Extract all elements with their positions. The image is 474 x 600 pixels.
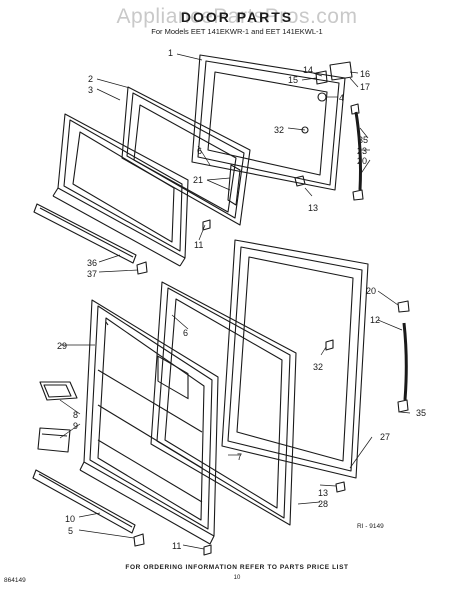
callout-37: 37 <box>87 269 97 279</box>
callout-10: 10 <box>65 514 75 524</box>
callout-2: 2 <box>88 74 93 84</box>
callout-6-freezer: 6 <box>197 146 202 156</box>
dairy-compartment-parts <box>37 381 78 453</box>
callout-15: 15 <box>288 75 298 85</box>
callout-leader-lines <box>59 53 411 550</box>
freezer-trim-strip <box>33 203 137 264</box>
callout-20-freezer: 20 <box>357 156 367 166</box>
ordering-footer: FOR ORDERING INFORMATION REFER TO PARTS … <box>125 564 349 571</box>
fresh-food-door-outer <box>79 299 219 545</box>
model-numbers: For Models EET 141EKWR-1 and EET 141EKWL… <box>151 27 323 36</box>
callout-3: 3 <box>88 85 93 95</box>
watermark: AppliancePartsPros.com <box>116 5 358 28</box>
callout-13-fresh: 13 <box>318 488 328 498</box>
callout-11-fresh: 11 <box>172 541 181 551</box>
fresh-food-door-gasket <box>221 239 369 479</box>
callout-29: 29 <box>57 341 67 351</box>
callout-28: 28 <box>318 499 328 509</box>
callout-13-freezer: 13 <box>308 203 318 213</box>
callout-36: 36 <box>87 258 97 268</box>
callout-20-fresh: 20 <box>366 286 376 296</box>
callout-6-fresh: 6 <box>183 328 188 338</box>
callout-32-fresh: 32 <box>313 362 323 372</box>
callout-5: 5 <box>68 526 73 536</box>
freezer-door-gasket <box>191 54 346 191</box>
freezer-door-outer <box>52 113 189 267</box>
freezer-door-liner <box>121 86 251 226</box>
callout-21: 21 <box>193 175 203 185</box>
callout-7: 7 <box>237 452 242 462</box>
callout-35-fresh: 35 <box>416 408 426 418</box>
figure-code: RI - 9149 <box>357 523 384 530</box>
callout-8: 8 <box>73 410 78 420</box>
page-title: DOOR PARTS <box>180 9 294 25</box>
page-number: 10 <box>233 575 241 581</box>
callout-9: 9 <box>73 421 78 431</box>
callout-32-freezer: 32 <box>274 125 284 135</box>
callout-4: 4 <box>339 93 344 103</box>
callout-14: 14 <box>303 65 313 75</box>
left-code: 864149 <box>4 577 26 584</box>
callout-16: 16 <box>360 69 370 79</box>
callout-23: 23 <box>357 146 367 156</box>
fresh-food-trim-strip <box>32 469 145 547</box>
callout-1: 1 <box>168 48 173 58</box>
callout-17: 17 <box>360 82 370 92</box>
fresh-food-door-liner <box>150 281 297 526</box>
freezer-hinge-parts <box>136 61 364 275</box>
callout-12: 12 <box>370 315 380 325</box>
callout-numbers: 1 2 3 4 5 6 6 7 8 9 10 11 11 12 13 13 14… <box>57 48 426 551</box>
callout-27: 27 <box>380 432 390 442</box>
callout-35-freezer: 35 <box>358 135 368 145</box>
callout-11-freezer: 11 <box>194 240 203 250</box>
